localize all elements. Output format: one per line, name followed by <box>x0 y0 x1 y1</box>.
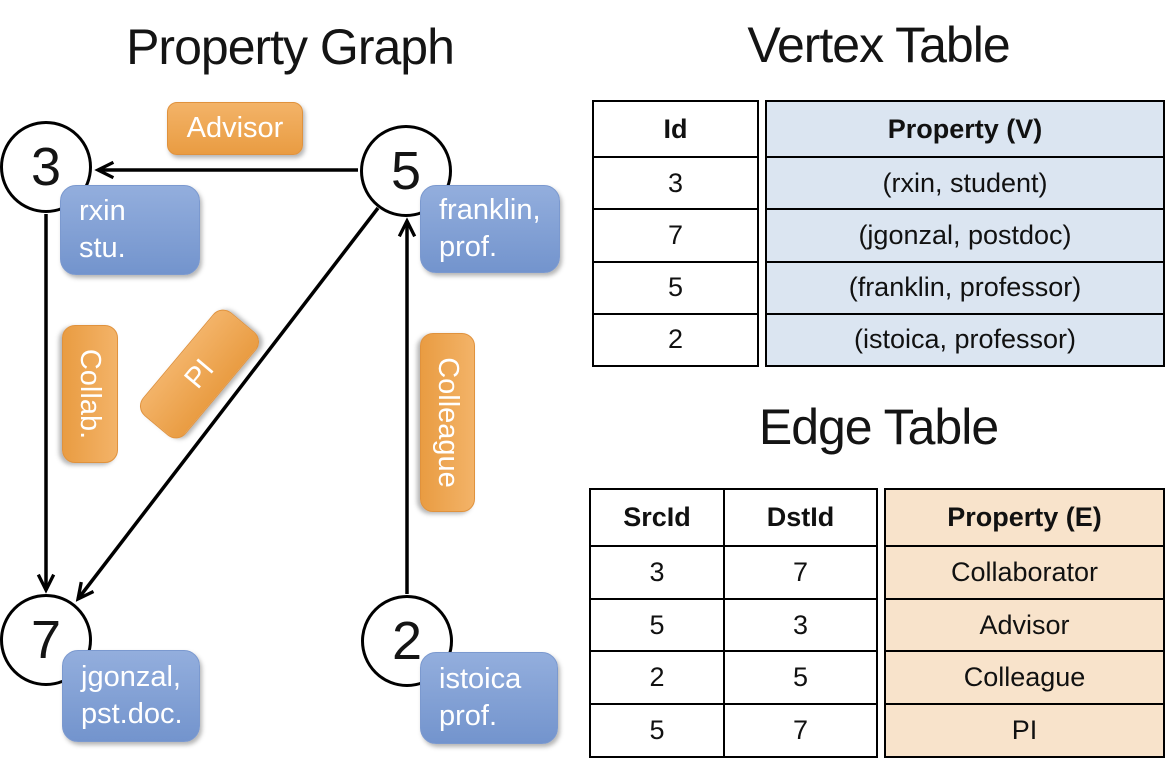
vertex-property-istoica-line1: istoica <box>439 663 522 695</box>
vertex-property-franklin-line2: prof. <box>439 231 498 263</box>
table-cell: (istoica, professor) <box>767 312 1163 365</box>
table-cell: 3 <box>591 544 723 598</box>
table-cell: 3 <box>725 597 876 651</box>
edge-table-dstid-column: DstId 7 3 5 7 <box>725 490 876 756</box>
vertex-table-id-column: Id 3 7 5 2 <box>592 100 759 367</box>
vertex-node-2-id: 2 <box>391 611 423 671</box>
table-cell: PI <box>886 703 1163 756</box>
vertex-property-franklin: franklin, prof. <box>420 185 560 273</box>
edge-table-id-columns: SrcId 3 5 2 5 DstId 7 3 5 7 <box>589 488 878 758</box>
vertex-property-franklin-line1: franklin, <box>439 194 541 226</box>
table-cell: 3 <box>594 156 757 208</box>
vertex-table-property-column: Property (V) (rxin, student) (jgonzal, p… <box>765 100 1165 367</box>
edge-label-colleague-text: Colleague <box>432 357 464 488</box>
edge-label-collab: Collab. <box>62 325 118 463</box>
edge-table-header-srcid: SrcId <box>623 501 691 532</box>
vertex-table: Id 3 7 5 2 Property (V) (rxin, student) … <box>592 100 1165 367</box>
edge-table-header-dstid: DstId <box>766 501 835 532</box>
edge-table-srcid-column: SrcId 3 5 2 5 <box>591 490 725 756</box>
table-cell: (rxin, student) <box>767 156 1163 208</box>
vertex-table-header-property: Property (V) <box>887 113 1043 144</box>
edge-table-title: Edge Table <box>758 399 999 455</box>
property-graph-panel: Property Graph 3 5 7 2 Advisor <box>0 0 580 760</box>
vertex-property-rxin-line1: rxin <box>79 195 126 227</box>
edge-table-header-property: Property (E) <box>947 501 1102 532</box>
edge-table: SrcId 3 5 2 5 DstId 7 3 5 7 Property (E)… <box>589 488 1165 758</box>
edge-label-advisor: Advisor <box>167 102 303 155</box>
vertex-property-rxin: rxin stu. <box>60 185 200 275</box>
vertex-table-title: Vertex Table <box>747 17 1010 73</box>
table-cell: 7 <box>594 208 757 260</box>
table-cell: 5 <box>725 650 876 703</box>
vertex-node-5-id: 5 <box>390 141 422 201</box>
table-cell: 7 <box>725 703 876 756</box>
table-cell: Colleague <box>886 650 1163 703</box>
table-cell: 5 <box>594 260 757 313</box>
table-cell: (jgonzal, postdoc) <box>767 208 1163 260</box>
edge-label-collab-text: Collab. <box>74 348 107 440</box>
edge-label-colleague: Colleague <box>420 333 475 512</box>
vertex-property-jgonzal-line2: pst.doc. <box>81 698 183 730</box>
edge-table-property-column: Property (E) Collaborator Advisor Collea… <box>884 488 1165 758</box>
vertex-property-jgonzal: jgonzal, pst.doc. <box>62 650 200 742</box>
vertex-node-5: 5 <box>360 125 452 217</box>
edge-label-pi-text: PI <box>178 352 221 395</box>
edge-label-pi: PI <box>134 304 265 444</box>
property-graph-title: Property Graph <box>126 19 455 75</box>
column-divider-gap <box>759 100 765 367</box>
vertex-property-jgonzal-line1: jgonzal, <box>81 661 181 693</box>
table-cell: (franklin, professor) <box>767 260 1163 313</box>
table-cell: 7 <box>725 544 876 598</box>
table-cell: Collaborator <box>886 544 1163 598</box>
vertex-node-3: 3 <box>0 121 92 213</box>
vertex-property-istoica: istoica prof. <box>420 652 558 744</box>
vertex-property-istoica-line2: prof. <box>439 700 498 732</box>
table-cell: 5 <box>591 597 723 651</box>
vertex-node-3-id: 3 <box>30 137 62 197</box>
table-cell: 2 <box>594 312 757 365</box>
vertex-property-rxin-line2: stu. <box>79 232 126 264</box>
table-cell: 5 <box>591 703 723 756</box>
table-cell: 2 <box>591 650 723 703</box>
column-divider-gap <box>878 488 884 758</box>
vertex-node-7-id: 7 <box>30 610 62 670</box>
edge-label-advisor-text: Advisor <box>186 112 284 144</box>
table-cell: Advisor <box>886 597 1163 651</box>
vertex-table-header-id: Id <box>663 113 688 144</box>
